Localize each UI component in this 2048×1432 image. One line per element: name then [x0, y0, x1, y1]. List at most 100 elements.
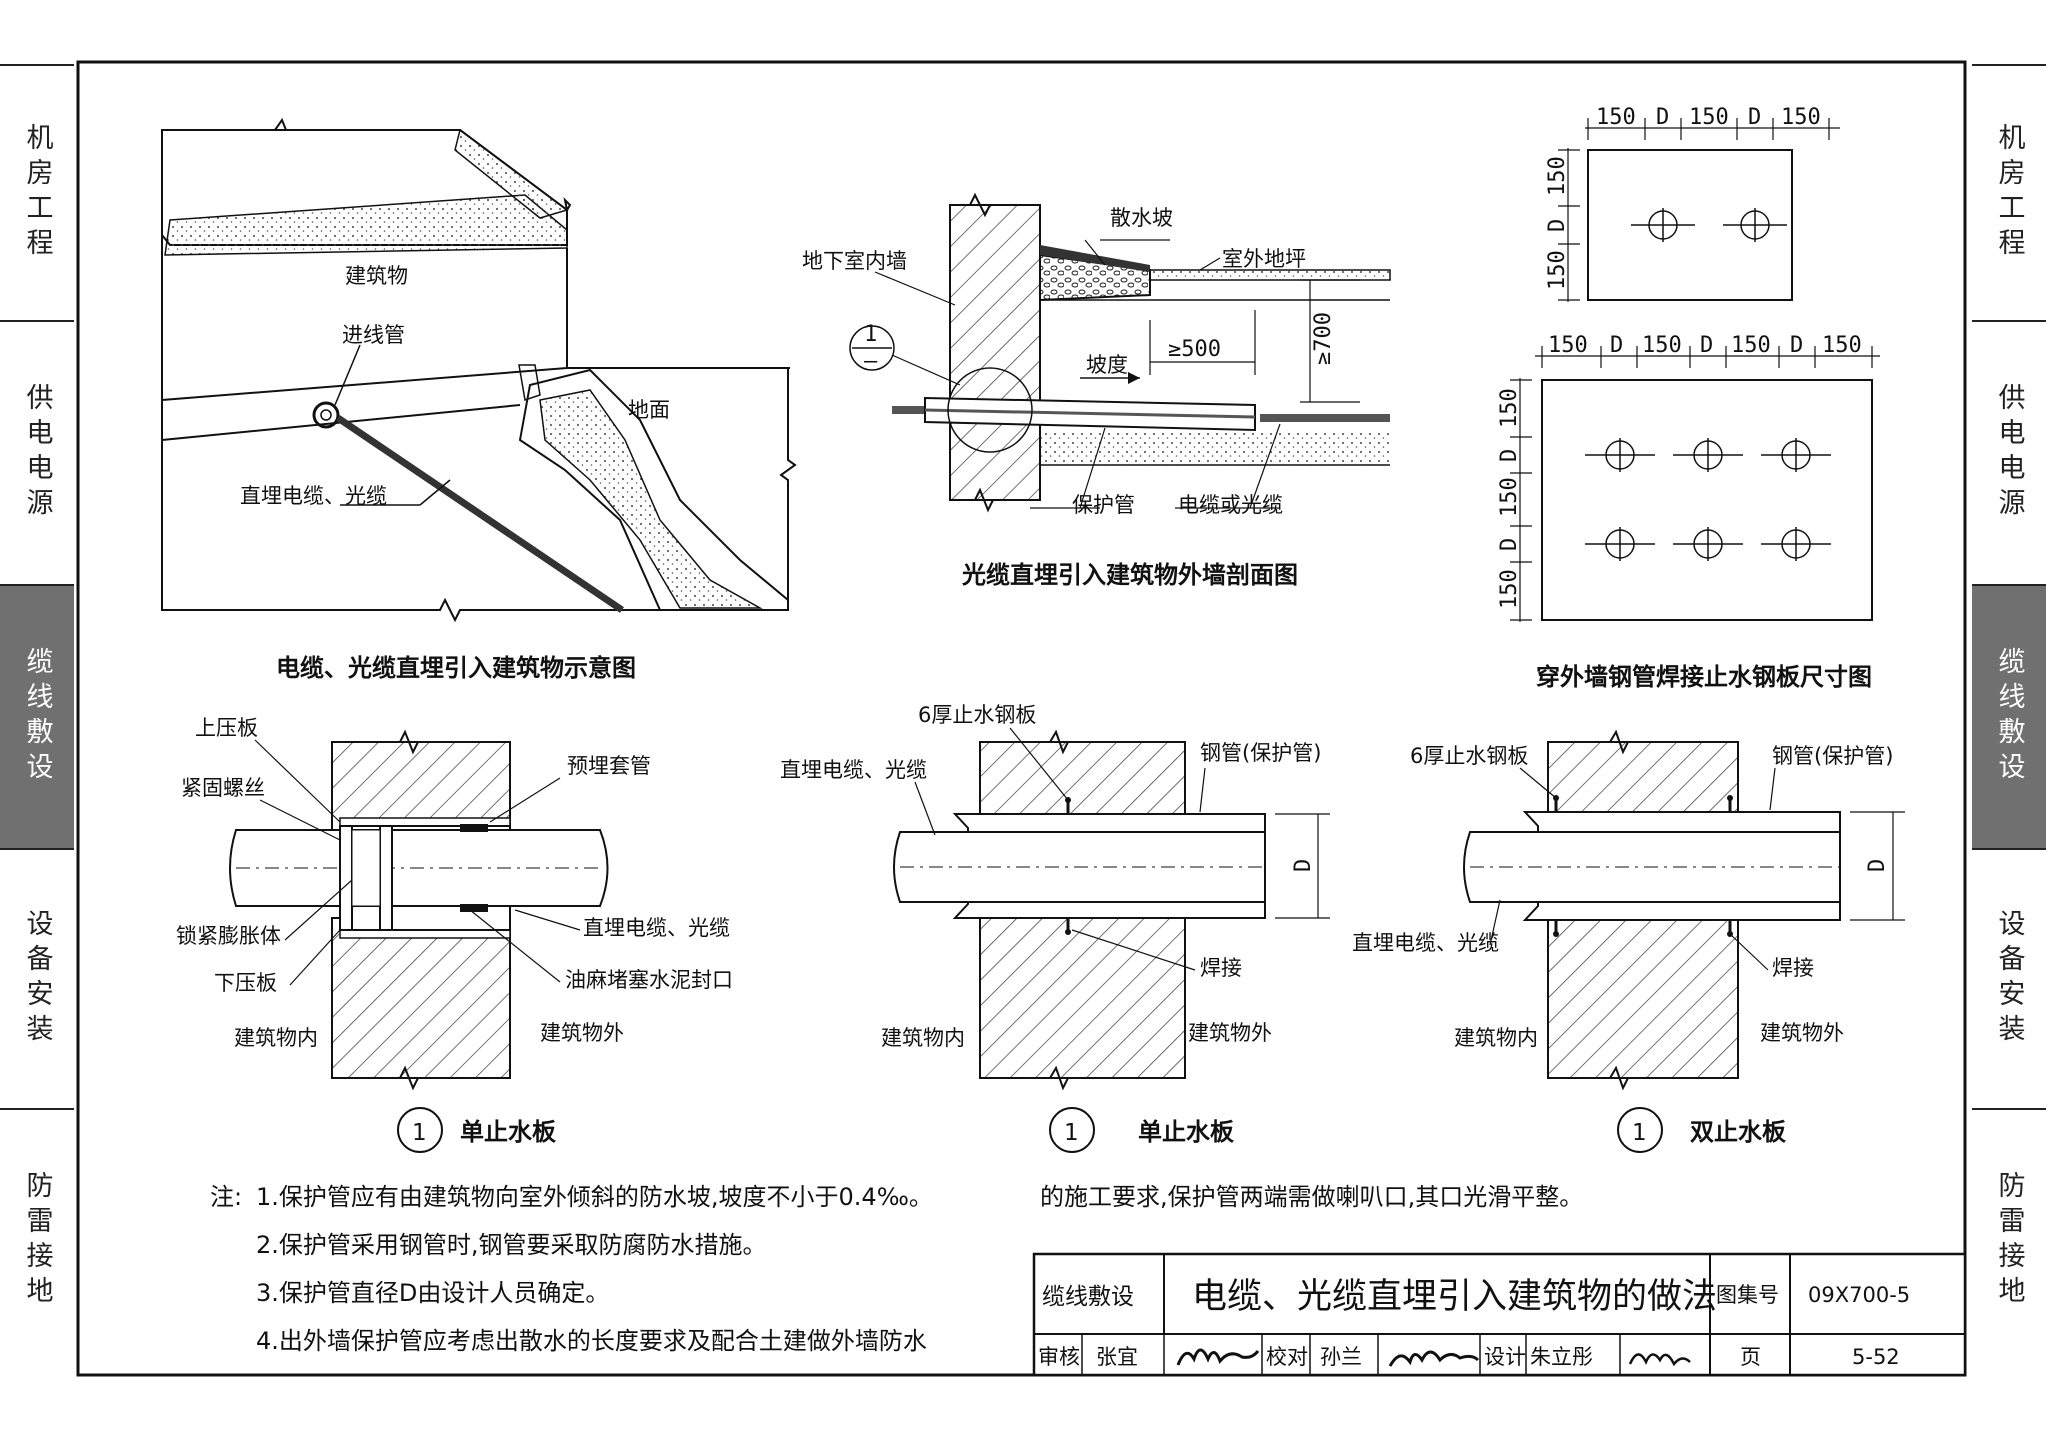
- small-plate-side-dim: D: [1545, 219, 1570, 232]
- detail-b-num: 1: [1064, 1120, 1079, 1146]
- detail-b-inside-label: 建筑物内: [881, 1026, 965, 1050]
- plates-title: 穿外墙钢管焊接止水钢板尺寸图: [1536, 663, 1872, 691]
- small-plate-top-dim: 150: [1689, 105, 1729, 130]
- right-tab-lightning[interactable]: 防雷接地: [1972, 1108, 2046, 1372]
- large-plate-top-dim: 150: [1822, 333, 1862, 358]
- right-tab-equipment[interactable]: 设备安装: [1972, 848, 2046, 1108]
- detail-c-inside-label: 建筑物内: [1454, 1026, 1538, 1050]
- detail-a: 上压板 紧固螺丝 预埋套管 锁紧膨胀体 下压板 直埋电缆、光缆 油麻堵塞水泥封口…: [176, 716, 733, 1153]
- detail-c-dim: D: [1865, 859, 1890, 872]
- note-item: 2.保护管采用钢管时,钢管要采取防腐防水措施。: [256, 1231, 767, 1259]
- tab-label: 防雷接地: [1993, 1171, 2025, 1311]
- reviewer-signature: [1176, 1348, 1260, 1366]
- building-label: 建筑物: [345, 264, 408, 288]
- lower-plate-label: 下压板: [214, 971, 277, 995]
- detail-ref-number: 1: [864, 322, 877, 347]
- page-label: 页: [1740, 1345, 1761, 1369]
- detail-a-leaders: [254, 739, 581, 986]
- note-item: 3.保护管直径D由设计人员确定。: [256, 1279, 609, 1307]
- detail-ref-sheet: —: [864, 349, 878, 374]
- reviewer-name: 张宜: [1096, 1345, 1138, 1369]
- atlas-label: 图集号: [1716, 1283, 1779, 1307]
- protect-pipe-label: 保护管: [1072, 493, 1135, 517]
- ground-label: 地面: [628, 398, 670, 422]
- large-plate-top-dim: 150: [1642, 333, 1682, 358]
- detail-b-caption: 单止水板: [1138, 1118, 1235, 1146]
- right-tab-power[interactable]: 供电电源: [1972, 320, 2046, 584]
- right-tab-cabling[interactable]: 缆线敷设: [1972, 584, 2046, 848]
- design-label: 设计: [1484, 1345, 1526, 1369]
- large-plate-top-dim: D: [1610, 333, 1623, 358]
- sleeve-label: 预埋套管: [567, 754, 651, 778]
- category-cell: 缆线敷设: [1042, 1284, 1134, 1310]
- detail-c-weld-label: 焊接: [1772, 956, 1814, 980]
- large-plate-side-dim: 150: [1497, 477, 1522, 517]
- entry-pipe-label: 进线管: [342, 323, 405, 347]
- detail-a-num: 1: [412, 1120, 427, 1146]
- designer-name: 朱立彤: [1530, 1345, 1593, 1369]
- detail-c-leaders: [1489, 767, 1776, 971]
- small-plate-holes: [1631, 208, 1787, 242]
- detail-b-outside-label: 建筑物外: [1188, 1021, 1272, 1045]
- min-length-dim: ≥500: [1168, 337, 1221, 362]
- small-plate-ticks: [1587, 118, 1830, 140]
- page-number: 5-52: [1852, 1345, 1900, 1369]
- upper-plate-label: 上压板: [195, 716, 258, 740]
- detail-a-caption: 单止水板: [460, 1118, 557, 1146]
- detail-c-steel-pipe-label: 钢管(保护管): [1772, 744, 1893, 768]
- expansion-label: 锁紧膨胀体: [176, 924, 281, 948]
- large-plate-top-dim: 150: [1731, 333, 1771, 358]
- left-tab-cabling[interactable]: 缆线敷设: [0, 584, 74, 848]
- basement-wall-label: 地下室内墙: [802, 249, 907, 273]
- left-tab-lightning[interactable]: 防雷接地: [0, 1108, 74, 1372]
- large-plate-top-dim: D: [1790, 333, 1803, 358]
- tab-label: 设备安装: [21, 909, 53, 1049]
- large-plate-side-ticks: [1510, 379, 1532, 621]
- tab-label: 设备安装: [1993, 909, 2025, 1049]
- detail-c-cable-label: 直埋电缆、光缆: [1352, 931, 1499, 955]
- left-tab-equipment[interactable]: 设备安装: [0, 848, 74, 1108]
- tab-label: 缆线敷设: [21, 647, 53, 787]
- title-block: 缆线敷设 电缆、光缆直埋引入建筑物的做法 图集号 09X700-5 审核 张宜 …: [1032, 1252, 1967, 1377]
- detail-b-dim: D: [1291, 859, 1316, 872]
- detail-b-cable-label: 直埋电缆、光缆: [780, 758, 927, 782]
- small-plate-top-dim: D: [1748, 105, 1761, 130]
- detail-c-plate-label: 6厚止水钢板: [1410, 744, 1528, 768]
- check-label: 校对: [1266, 1345, 1308, 1369]
- detail-b-plate-label: 6厚止水钢板: [918, 703, 1036, 727]
- slope-label: 坡度: [1086, 353, 1128, 377]
- outdoor-slab-label: 室外地坪: [1222, 247, 1306, 271]
- detail-c: D 6厚止水钢板 直埋电缆、光缆 钢管(保护管) 焊接 建筑物内 建筑物外 1 …: [1352, 729, 1905, 1153]
- left-tab-machine-room[interactable]: 机房工程: [0, 64, 74, 320]
- small-plate-side-dim: 150: [1545, 250, 1570, 290]
- tab-label: 机房工程: [21, 123, 53, 263]
- cable-or-fiber-label: 电缆或光缆: [1178, 493, 1283, 517]
- note-item: 1.保护管应有由建筑物向室外倾斜的防水坡,坡度不小于0.4‰。: [256, 1183, 933, 1211]
- small-plate-side-dim: 150: [1545, 156, 1570, 196]
- checker-signature: [1388, 1350, 1480, 1367]
- title-block-grid: [1081, 1334, 1621, 1375]
- large-plate-side-dim: 150: [1497, 569, 1522, 609]
- section-title: 光缆直埋引入建筑物外墙剖面图: [961, 561, 1298, 589]
- detail-b-leaders: [914, 727, 1206, 971]
- apron-label: 散水坡: [1110, 206, 1173, 230]
- left-tab-power[interactable]: 供电电源: [0, 320, 74, 584]
- large-plate-side-dim: 150: [1497, 388, 1522, 428]
- tab-label: 供电电源: [21, 383, 53, 523]
- tab-label: 缆线敷设: [1993, 647, 2025, 787]
- right-tab-machine-room[interactable]: 机房工程: [1972, 64, 2046, 320]
- section-view: 1 — 地下室内墙 散水坡 室外地坪 坡度 ≥500 ≥700 保: [802, 192, 1391, 589]
- review-label: 审核: [1038, 1345, 1080, 1369]
- tab-label: 机房工程: [1993, 123, 2025, 263]
- notes-prefix: 注:: [210, 1183, 242, 1211]
- detail-c-num: 1: [1632, 1120, 1647, 1146]
- notes: 注: 1.保护管应有由建筑物向室外倾斜的防水坡,坡度不小于0.4‰。 2.保护管…: [210, 1183, 1583, 1355]
- large-plate-top-dim: D: [1700, 333, 1713, 358]
- note-continuation: 的施工要求,保护管两端需做喇叭口,其口光滑平整。: [1040, 1183, 1583, 1211]
- detail-a-cable-label: 直埋电缆、光缆: [583, 916, 730, 940]
- small-plate-top-dim: 150: [1596, 105, 1636, 130]
- sheet-frame: [76, 60, 1967, 1377]
- large-plate-ticks: [1541, 346, 1873, 368]
- detail-b-weld-label: 焊接: [1200, 956, 1242, 980]
